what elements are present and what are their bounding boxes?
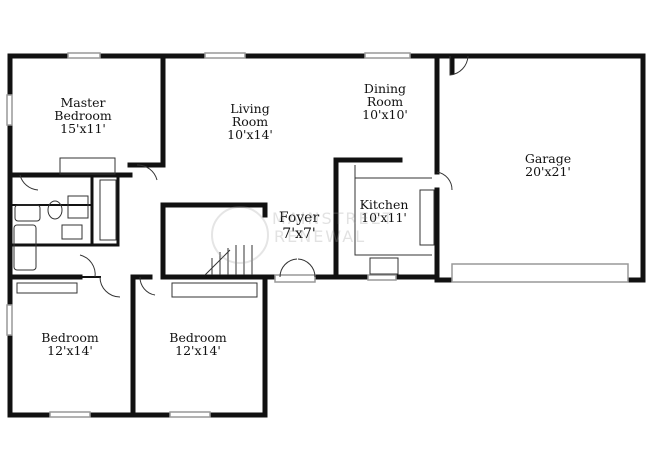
- room-name: Bedroom: [54, 108, 112, 123]
- room-name: Foyer: [278, 210, 320, 226]
- room-name: Bedroom: [41, 330, 99, 345]
- room-name: Room: [366, 94, 404, 109]
- watermark-line: RENEWAL: [274, 227, 367, 246]
- room-name: Room: [231, 114, 269, 129]
- room-name: Kitchen: [359, 197, 409, 212]
- room-size: 7'x7': [282, 226, 316, 242]
- room-size: 12'x14': [47, 343, 93, 358]
- watermark-line: MAINSTREET: [272, 209, 395, 228]
- room-size: 10'x11': [361, 210, 407, 225]
- room-size: 20'x21': [525, 164, 571, 179]
- room-name: Living: [230, 101, 270, 116]
- room-size: 10'x10': [362, 107, 408, 122]
- room-name: Bedroom: [169, 330, 227, 345]
- room-name: Garage: [524, 151, 572, 166]
- room-name: Dining: [363, 81, 407, 96]
- room-size: 10'x14': [227, 127, 273, 142]
- room-size: 15'x11': [60, 121, 106, 136]
- room-size: 12'x14': [175, 343, 221, 358]
- room-name: Master: [60, 95, 106, 110]
